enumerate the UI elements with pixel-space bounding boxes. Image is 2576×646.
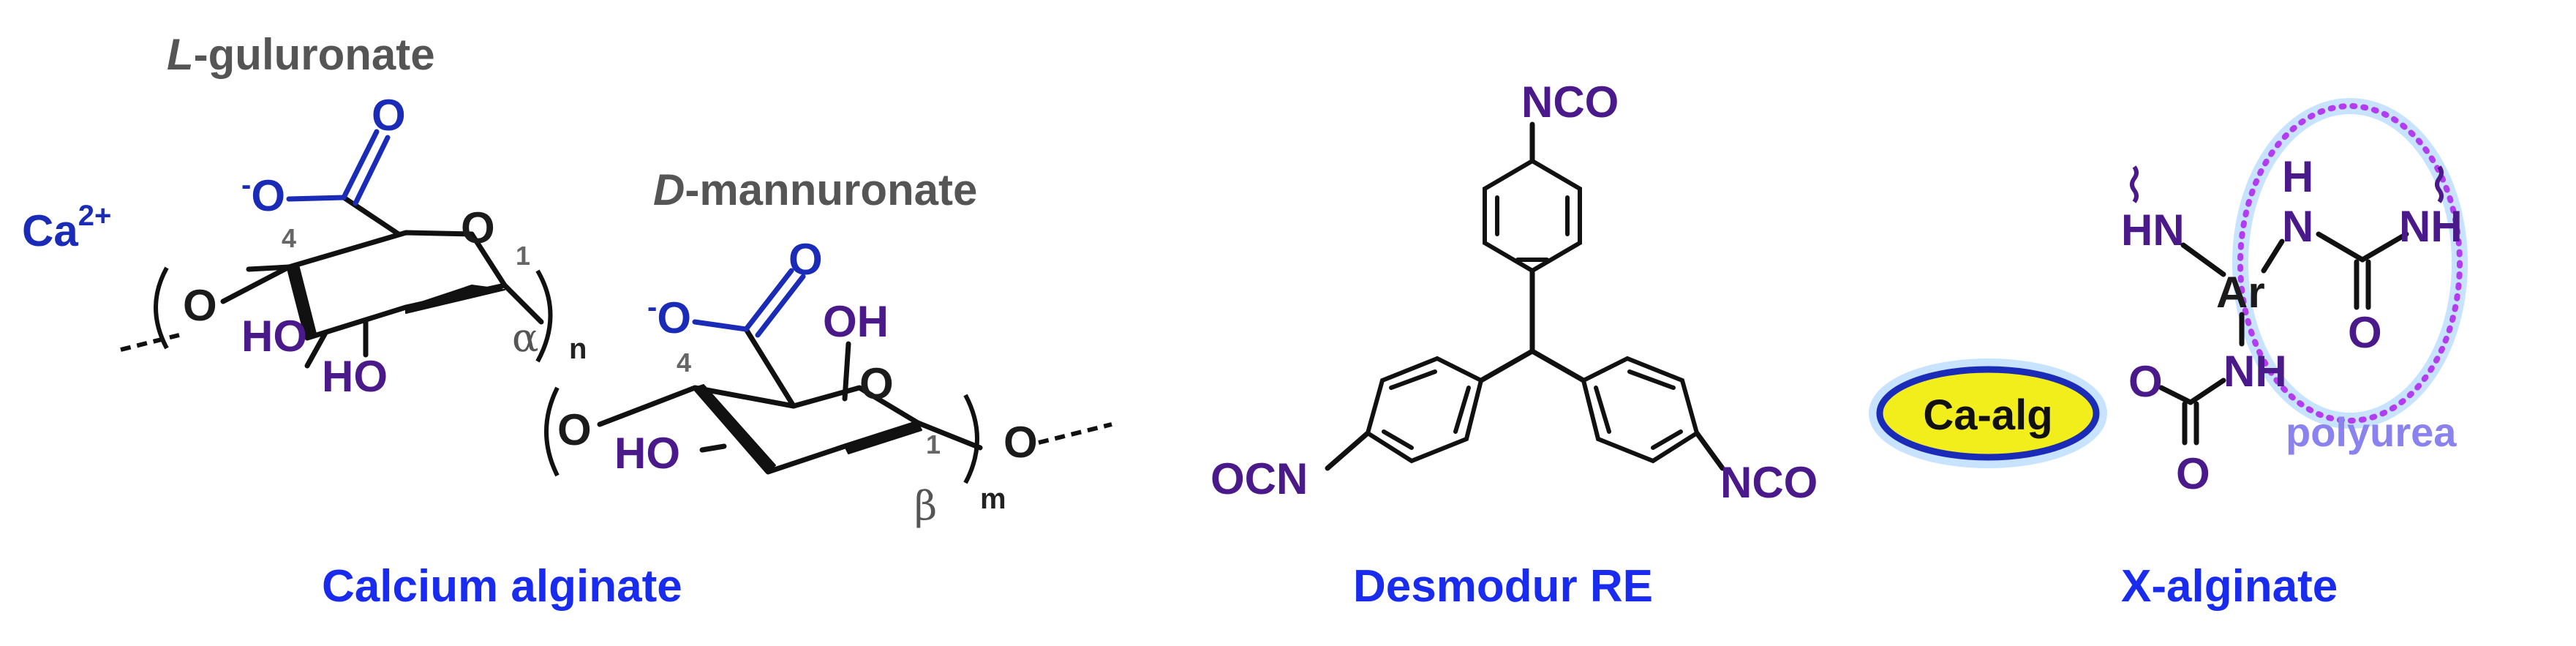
- urea-n-c-bond: [2316, 231, 2365, 263]
- right-ring-inner1: [1627, 369, 1676, 390]
- mannuronate-label: D-mannuronate: [653, 165, 977, 214]
- ring2-c4-number: 4: [677, 348, 691, 378]
- chain-left-dashed-bond: [120, 333, 180, 352]
- hn-ar-bond: [2180, 242, 2226, 277]
- repeat-n: n: [569, 333, 587, 365]
- ring2-o-right: O: [1003, 418, 1038, 467]
- left-ring-inner1: [1389, 369, 1437, 390]
- polyurea-label: polyurea: [2286, 409, 2457, 455]
- ring2-wedge-front: [694, 384, 776, 473]
- nco-right: NCO: [1720, 458, 1818, 507]
- ring2-bonds: [597, 385, 921, 475]
- ca-alg-label: Ca-alg: [1923, 391, 2052, 439]
- central-bond-right: [1529, 348, 1586, 383]
- aryl: Ar: [2216, 268, 2265, 317]
- carbamate-carbonyl-o: O: [2176, 449, 2210, 498]
- ring2-c1-number: 1: [926, 429, 941, 459]
- ring1-carbonyl-o: O: [372, 91, 406, 140]
- polyurea-ring: [2237, 103, 2463, 424]
- ring2-ho-left: HO: [614, 429, 680, 478]
- desmodur-caption: Desmodur RE: [1353, 561, 1653, 612]
- ca-alg-ellipse: [1876, 366, 2100, 461]
- central-bond-left: [1478, 348, 1535, 383]
- urea-nh: NH: [2399, 202, 2463, 251]
- ring1-carboxylate-o: -O: [241, 169, 285, 220]
- ring1-c3-oh: [304, 330, 328, 369]
- ocn-left: OCN: [1210, 454, 1308, 503]
- glycosidic-o: O: [557, 405, 592, 454]
- nco-top: NCO: [1521, 78, 1619, 127]
- ring2-o: O: [859, 359, 894, 408]
- ring2-c3-oh: [699, 443, 727, 453]
- ring1-wedge-front: [288, 264, 317, 339]
- ring1-carbonyl-double1: [341, 129, 380, 200]
- ring2-oh-top: OH: [823, 297, 889, 346]
- ring1-c1-number: 1: [516, 241, 530, 271]
- urea-n: N: [2282, 202, 2313, 251]
- left-ring-inner2: [1453, 386, 1471, 434]
- calcium-ion: Ca2+: [22, 200, 111, 255]
- ring1-c4-bond: [246, 264, 292, 272]
- right-ring-inner3: [1651, 429, 1683, 450]
- carbamate-nh: NH: [2223, 347, 2287, 396]
- ring2-carboxylate-o: -O: [647, 291, 691, 342]
- guluronate-label: L-guluronate: [167, 30, 435, 79]
- ring2-carboxyl-bond: [743, 326, 796, 409]
- ring1-o-left: O: [183, 281, 217, 330]
- ring2-beta: β: [914, 483, 937, 529]
- wavy-bond-right: [2435, 165, 2444, 203]
- repeat-m: m: [980, 483, 1006, 515]
- ring2-repeat-bracket-open: [544, 386, 560, 477]
- ester-o: O: [2128, 357, 2163, 406]
- right-isocyanate-bond: [1694, 430, 1725, 471]
- nh-c-bond: [2188, 378, 2226, 405]
- chain-right-dashed-bond: [1038, 422, 1112, 445]
- ring1-o: O: [461, 203, 495, 252]
- ring1-ho-upper: HO: [241, 312, 307, 361]
- ring1-carboxyl-bond: [341, 195, 402, 237]
- left-ring-inner3: [1382, 429, 1414, 450]
- desmodur-re-structure: NCO OCN NCO Desmodur RE: [1210, 78, 1818, 612]
- left-repeat-bracket-open: [154, 266, 169, 350]
- calcium-alginate-structure: L-guluronate D-mannuronate Ca2+ O O 4 1 …: [22, 30, 1112, 612]
- ring2-repeat-bracket-close: [963, 394, 979, 484]
- hn-left: HN: [2121, 206, 2185, 255]
- ring1-repeat-bracket-close: [535, 269, 553, 363]
- x-alginate-structure: HN Ar H N O NH NH O O Ca-alg polyurea X-…: [1869, 98, 2468, 612]
- x-alginate-caption: X-alginate: [2121, 561, 2338, 612]
- ring1-c1-bond: [502, 282, 544, 325]
- urea-h: H: [2282, 152, 2313, 201]
- ring2-carbonyl-double1: [743, 268, 794, 332]
- ring2-c1-bond: [915, 420, 983, 451]
- ring1-ho-lower: HO: [322, 352, 388, 401]
- ring1-carboxylate-o-bond: [286, 195, 347, 202]
- ring2-carbonyl-o: O: [788, 235, 823, 284]
- wavy-bond-left: [2130, 165, 2139, 203]
- ring1-alpha: α: [512, 315, 538, 361]
- ring1-carbonyl-double2: [353, 135, 391, 206]
- ring1-c4-number: 4: [282, 223, 296, 253]
- urea-c-nh-bond: [2360, 231, 2409, 263]
- ring2-carboxylate-o-bond: [692, 319, 749, 332]
- c-o-ester-bond: [2158, 385, 2193, 405]
- ar-urea-n-bond: [2261, 239, 2285, 274]
- right-ring-inner2: [1594, 386, 1611, 434]
- urea-o: O: [2348, 308, 2382, 357]
- ring2-wedge-front2: [844, 422, 922, 454]
- ring1-wedge-front2: [405, 285, 505, 314]
- calcium-alginate-caption: Calcium alginate: [322, 561, 682, 612]
- ring2-carbonyl-double2: [755, 274, 806, 338]
- ring2-c2-oh: [842, 341, 851, 402]
- left-isocyanate-bond: [1325, 430, 1371, 471]
